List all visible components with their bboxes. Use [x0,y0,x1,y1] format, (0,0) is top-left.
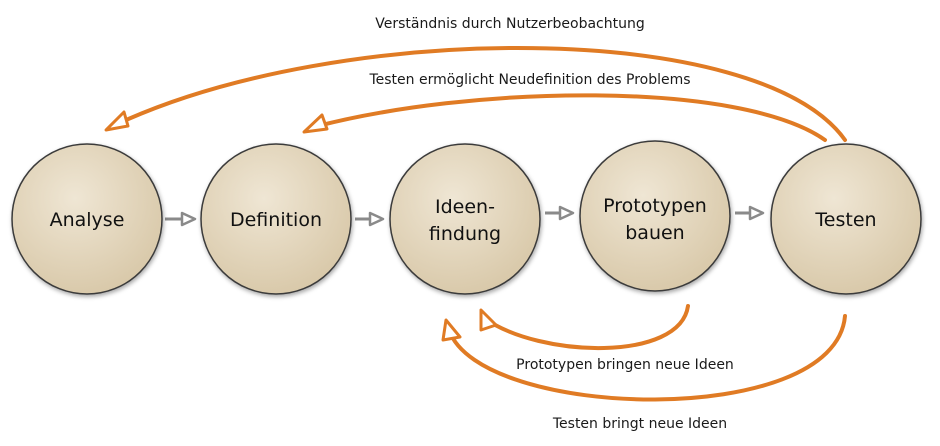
stage-testen-label: Testen [814,209,876,231]
arrowhead-neudefinition [302,113,329,134]
label-verstaendnis: Verständnis durch Nutzerbeobachtung [375,16,645,32]
stage-ideenfindung-label-line2: findung [429,223,501,245]
flow-arrow-analyse-definition [165,211,197,227]
arrowhead-testen-ideen [441,318,462,342]
label-prototypen-ideen: Prototypen bringen neue Ideen [516,357,734,373]
flow-arrow-prototypen-testen [735,205,765,221]
feedback-arrow-prototypen-ideen [482,304,690,351]
stage-definition: Definition [200,143,352,295]
feedback-arrow-verstaendnis [113,46,847,142]
stage-ideenfindung: Ideen- findung [389,143,541,295]
stage-prototypen-label-line2: bauen [625,222,684,244]
stage-definition-label: Definition [230,209,322,231]
stage-prototypen-label-line1: Prototypen [603,195,707,217]
flow-arrow-definition-ideenfindung [355,211,385,227]
feedback-arrow-testen-ideen [447,314,847,402]
stage-testen: Testen [770,143,922,295]
arrowhead-prototypen-ideen [479,308,498,332]
label-testen-ideen: Testen bringt neue Ideen [552,416,727,432]
stage-analyse-label: Analyse [50,209,125,231]
feedback-arrow-neudefinition [308,93,827,142]
label-neudefinition: Testen ermöglicht Neudefinition des Prob… [368,72,690,88]
stage-analyse: Analyse [11,143,163,295]
stage-prototypen-bauen: Prototypen bauen [579,140,731,292]
stage-ideenfindung-label-line1: Ideen- [435,196,495,218]
arrowhead-verstaendnis [104,110,130,132]
flow-arrow-ideenfindung-prototypen [545,205,575,221]
